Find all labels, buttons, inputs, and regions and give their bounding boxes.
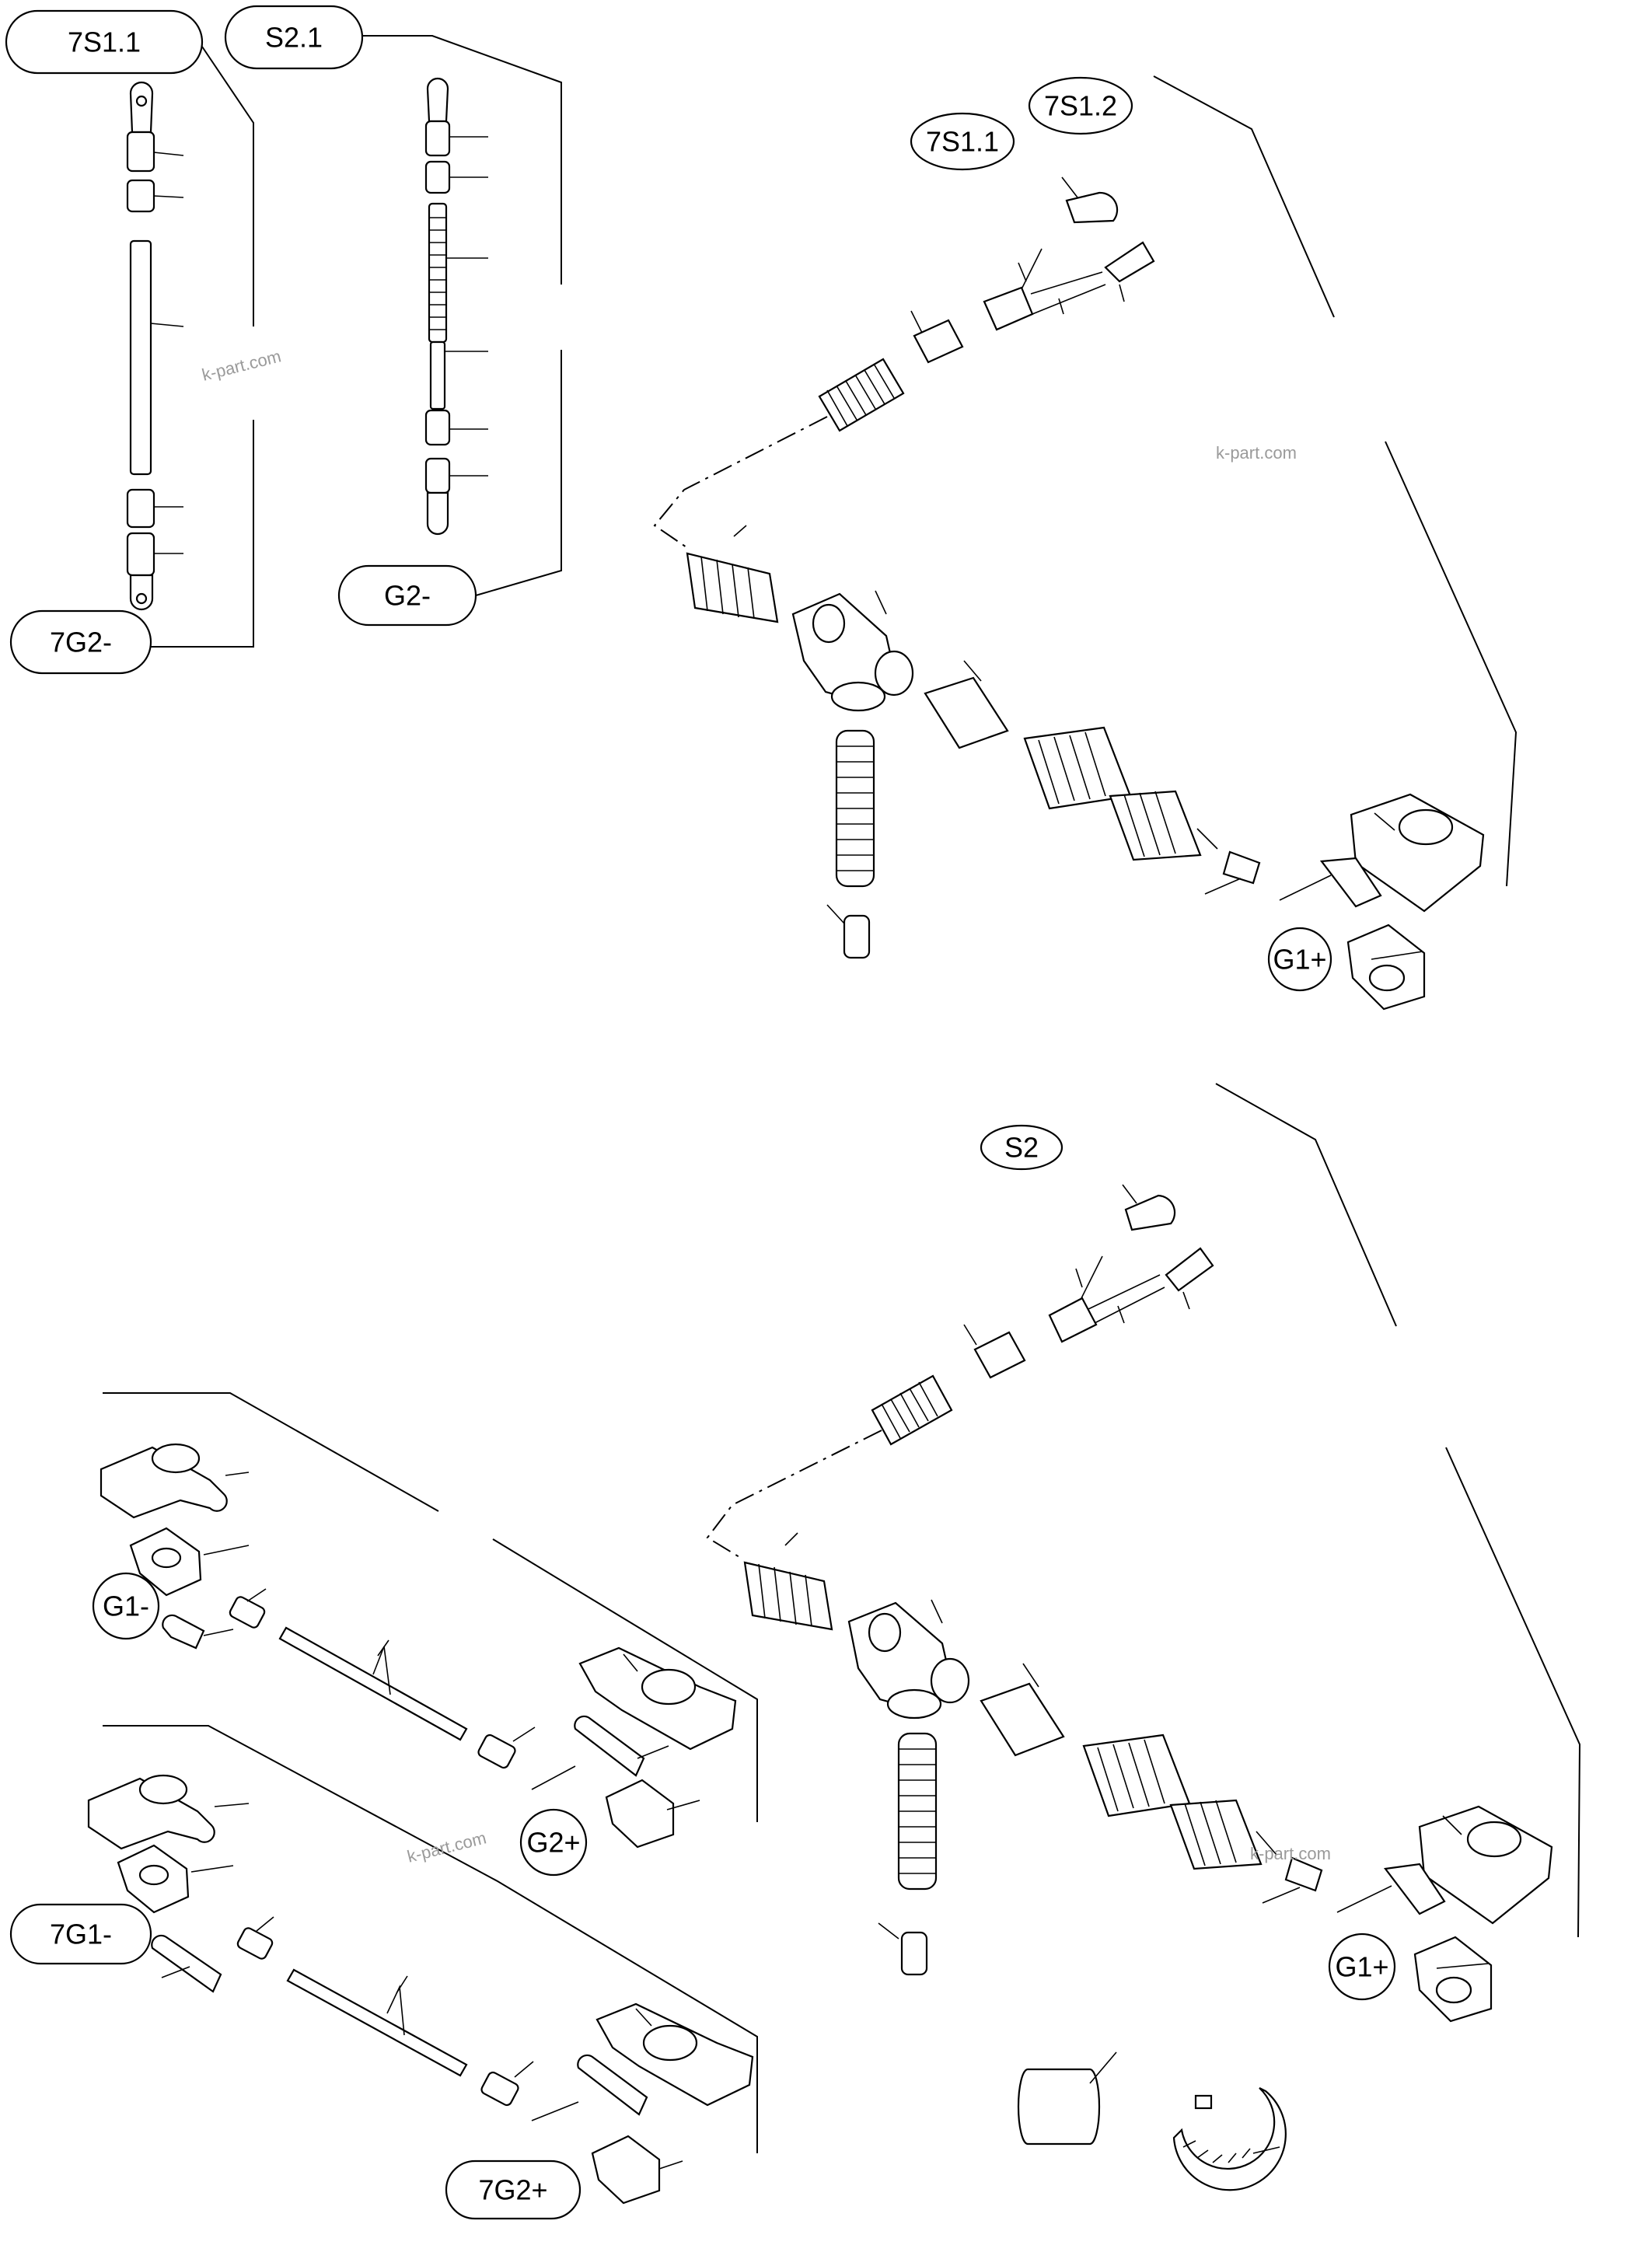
label-bubble-7s1-2 [1028, 76, 1133, 135]
label-g1-plus-top: G1+ [1273, 944, 1326, 976]
ring-lug [1319, 857, 1382, 908]
label-7s1-1-top: 7S1.1 [68, 26, 141, 58]
label-7s1-2: 7S1.2 [1044, 90, 1117, 122]
grommet [913, 319, 964, 364]
terminal-boot [1124, 1194, 1176, 1231]
cable-assembly-s2-g2: S2.1 G2- [224, 5, 562, 627]
harness-assembly-top: 7S1.1 7S1.2 [653, 75, 1518, 1011]
watermark: k-part.com [1250, 1844, 1331, 1863]
accessories [1017, 2051, 1287, 2191]
shrink-sleeve [126, 532, 155, 577]
corrugated-tube [1169, 1799, 1263, 1870]
corrugated-tube [1109, 790, 1202, 861]
ferrule [126, 179, 155, 213]
label-g2-minus: G2- [384, 580, 431, 612]
battery-clamp [605, 1779, 675, 1849]
ring-lug [1104, 241, 1155, 283]
corrugated-tube [1082, 1734, 1191, 1817]
bracket-line [362, 35, 562, 596]
label-bubble-7s1-1-right [910, 112, 1015, 171]
cable-tie [1172, 2087, 1287, 2191]
cable-lug-top [129, 81, 154, 134]
harness-assembly-bottom: S2 G1+ [706, 1083, 1581, 2023]
cable-assembly-7s1-7g2: 7S1.1 7G2- [5, 9, 254, 675]
battery-cable-g1-g2: G1- G2+ [92, 1392, 758, 1877]
battery-clamp [591, 2135, 661, 2205]
grommet [973, 1331, 1026, 1379]
corrugated-tube [743, 1561, 833, 1631]
label-7g1-minus: 7G1- [50, 1919, 112, 1950]
watermark: k-part.com [200, 346, 283, 384]
corrugated-tube [871, 1374, 953, 1446]
label-g1-minus: G1- [103, 1590, 149, 1622]
protective-sleeve [1017, 2068, 1101, 2146]
battery-cable-7g1-7g2: 7G1- 7G2+ [9, 1725, 758, 2220]
label-7s1-1-right: 7S1.1 [926, 126, 999, 158]
cable [286, 1968, 468, 2077]
grommet [980, 1682, 1065, 1757]
label-bubble-s2 [980, 1124, 1063, 1171]
ring-lug [1165, 1247, 1214, 1292]
label-bubble-7g2-plus [445, 2159, 582, 2220]
label-bubble-g1-minus [92, 1572, 160, 1640]
ring-lug [1383, 1863, 1446, 1915]
label-bubble-7g1-minus [9, 1903, 152, 1965]
label-g1-plus-bottom: G1+ [1335, 1951, 1388, 1983]
watermark: k-part.com [405, 1828, 488, 1866]
cable [129, 239, 152, 476]
shrink-sleeve [126, 131, 155, 173]
label-s2-1: S2.1 [265, 22, 323, 54]
label-bubble-g1-plus-bottom [1328, 1933, 1396, 2001]
label-s2: S2 [1004, 1132, 1039, 1164]
cable [278, 1626, 468, 1741]
label-7g2-plus: 7G2+ [478, 2174, 547, 2206]
label-bubble-g1-plus-top [1267, 927, 1332, 992]
ring-lug [577, 2054, 648, 2116]
corrugated-tube [818, 358, 905, 432]
label-bubble-7s1-1-top [5, 9, 204, 75]
spiral-cable [428, 202, 448, 344]
cable-lug-bottom [129, 574, 154, 611]
label-bubble-s2-1 [224, 5, 364, 70]
label-7g2-minus: 7G2- [50, 627, 112, 658]
watermark: k-part.com [1216, 443, 1297, 463]
label-bubble-g2-plus [519, 1808, 588, 1877]
grommet [924, 676, 1009, 749]
label-g2-plus: G2+ [526, 1827, 580, 1859]
terminal-cover [87, 1777, 215, 1850]
ferrule [126, 488, 155, 529]
bracket-line [151, 46, 254, 648]
terminal-boot [1065, 191, 1119, 224]
label-bubble-7g2-minus [9, 609, 152, 675]
corrugated-tube [686, 552, 779, 623]
ring-lug [574, 1715, 645, 1777]
ring-lug [162, 1614, 205, 1650]
terminal-cover [100, 1446, 228, 1519]
leader-lines [150, 152, 184, 554]
ring-lug [151, 1934, 222, 1993]
